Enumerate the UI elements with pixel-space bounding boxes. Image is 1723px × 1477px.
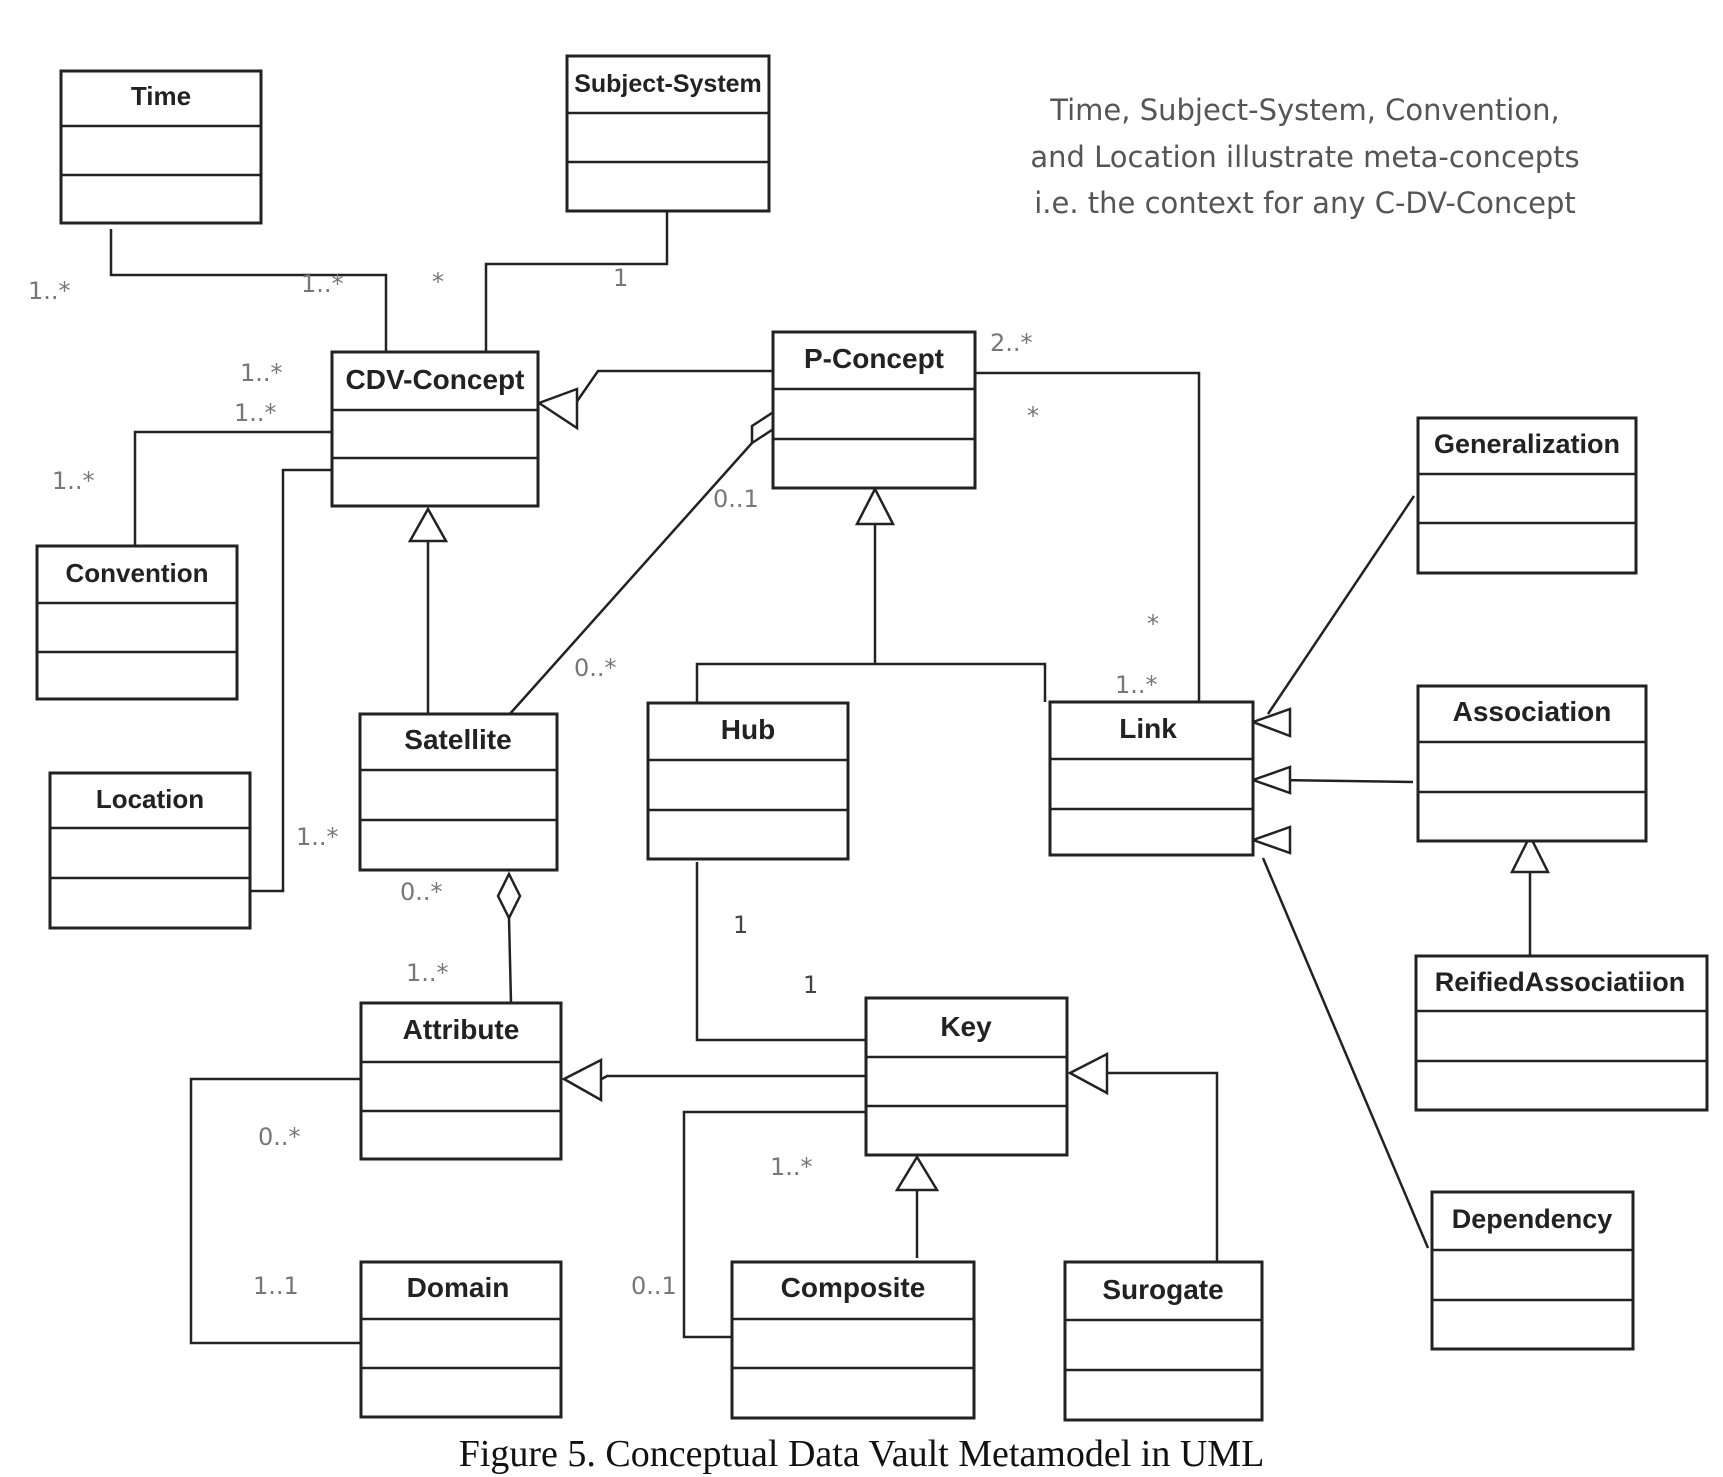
- multiplicity: 1: [613, 264, 628, 292]
- edge-hub-pconcept: [695, 662, 1047, 703]
- class-name: Subject-System: [574, 70, 762, 98]
- class-domain: Domain: [359, 1260, 563, 1419]
- class-name: Attribute: [403, 1014, 520, 1045]
- class-name: Association: [1453, 696, 1612, 727]
- generalization-arrow-icon: [1067, 1051, 1109, 1096]
- multiplicity: 0..1: [713, 485, 759, 513]
- multiplicity: 0..1: [631, 1272, 677, 1300]
- class-time: Time: [59, 69, 263, 225]
- generalization-arrow-icon: [1509, 833, 1551, 874]
- edge-convention-cdv: [133, 430, 332, 546]
- generalization-arrow-icon: [1249, 825, 1292, 855]
- class-name: Satellite: [404, 724, 511, 755]
- multiplicity: 2..*: [990, 329, 1033, 357]
- multiplicity: 1..*: [770, 1153, 813, 1181]
- multiplicity: 1..*: [234, 399, 277, 427]
- figure-caption: Figure 5. Conceptual Data Vault Metamode…: [458, 1433, 1265, 1475]
- class-subject-system: Subject-System: [565, 54, 771, 213]
- class-name: Time: [131, 81, 191, 111]
- edge-dependency-link: [1261, 857, 1430, 1249]
- class-name: Domain: [407, 1272, 510, 1303]
- class-name: ReifiedAssociatiion: [1435, 967, 1686, 997]
- class-hub: Hub: [646, 701, 850, 861]
- class-surogate: Surogate: [1063, 1260, 1264, 1422]
- connectors: [109, 212, 1532, 1345]
- class-name: Hub: [721, 714, 775, 745]
- context-note: Time, Subject-System, Convention, and Lo…: [1030, 93, 1579, 220]
- multiplicity: 1..*: [240, 359, 283, 387]
- generalization-arrow-icon: [1249, 707, 1292, 738]
- edge-pconcept-link: [975, 371, 1201, 702]
- class-p-concept: P-Concept: [771, 330, 977, 490]
- multiplicity: 1..*: [296, 823, 339, 851]
- multiplicity: *: [1027, 402, 1039, 430]
- multiplicity: 1: [733, 911, 748, 939]
- generalization-arrow-icon: [854, 486, 896, 526]
- multiplicity: 1..*: [301, 270, 344, 298]
- class-reified-association: ReifiedAssociatiion: [1414, 954, 1709, 1112]
- multiplicity-labels: 1..* 1..* * 1 1..* 1..* 1..* 2..* * 0..1…: [28, 264, 1159, 1300]
- multiplicity: 1..*: [52, 467, 95, 495]
- multiplicity: 1..*: [28, 277, 71, 305]
- generalization-arrow-icon: [407, 506, 449, 543]
- generalization-arrow-icon: [894, 1154, 940, 1192]
- edge-time-cdv: [109, 229, 388, 352]
- class-name: Composite: [781, 1272, 926, 1303]
- class-name: P-Concept: [804, 343, 944, 374]
- edge-hub-key: [695, 862, 866, 1042]
- aggregation-diamond-icon: [496, 871, 522, 921]
- edge-location-cdv: [250, 468, 332, 893]
- multiplicity: 1..*: [1115, 671, 1158, 699]
- class-name: Generalization: [1434, 429, 1620, 459]
- class-cdv-concept: CDV-Concept: [330, 350, 540, 508]
- class-name: Location: [96, 784, 204, 814]
- class-name: CDV-Concept: [346, 364, 525, 395]
- edge-surogate-key: [1107, 1071, 1219, 1262]
- multiplicity: 1..1: [253, 1272, 299, 1300]
- multiplicity: *: [432, 268, 444, 296]
- class-dependency: Dependency: [1430, 1190, 1635, 1351]
- edge-satellite-pconcept: [507, 442, 753, 717]
- edge-association-link: [1276, 778, 1414, 784]
- arrowheads: [407, 387, 1551, 1192]
- class-name: Key: [940, 1011, 992, 1042]
- note-line: Time, Subject-System, Convention,: [1049, 93, 1559, 127]
- generalization-arrow-icon: [1249, 765, 1292, 795]
- class-link: Link: [1048, 700, 1255, 857]
- class-name: Link: [1119, 713, 1177, 744]
- generalization-arrow-icon: [561, 1057, 603, 1103]
- edge-attribute-satellite: [507, 917, 513, 1004]
- class-name: Surogate: [1102, 1274, 1223, 1305]
- multiplicity: 0..*: [400, 878, 443, 906]
- note-line: and Location illustrate meta-concepts: [1030, 140, 1579, 174]
- class-key: Key: [864, 996, 1069, 1157]
- multiplicity: *: [1147, 610, 1159, 638]
- edge-pconcept-cdv: [567, 369, 773, 414]
- edge-subject-cdv: [484, 212, 669, 352]
- edge-attribute-domain: [189, 1077, 361, 1345]
- class-convention: Convention: [35, 544, 239, 701]
- edge-key-attribute: [599, 1074, 866, 1082]
- class-name: Convention: [66, 558, 209, 588]
- multiplicity: 0..*: [258, 1123, 301, 1151]
- class-association: Association: [1416, 684, 1648, 843]
- note-line: i.e. the context for any C-DV-Concept: [1034, 186, 1576, 220]
- class-attribute: Attribute: [359, 1001, 563, 1161]
- multiplicity: 1: [803, 971, 818, 999]
- class-generalization: Generalization: [1416, 416, 1638, 575]
- edge-composite-key: [682, 1110, 866, 1339]
- generalization-arrow-icon: [536, 387, 579, 431]
- edge-generalization-link: [1266, 495, 1416, 715]
- class-composite: Composite: [730, 1260, 976, 1420]
- class-satellite: Satellite: [358, 712, 559, 872]
- multiplicity: 1..*: [406, 959, 449, 987]
- class-name: Dependency: [1452, 1204, 1613, 1234]
- multiplicity: 0..*: [574, 654, 617, 682]
- class-location: Location: [48, 771, 252, 930]
